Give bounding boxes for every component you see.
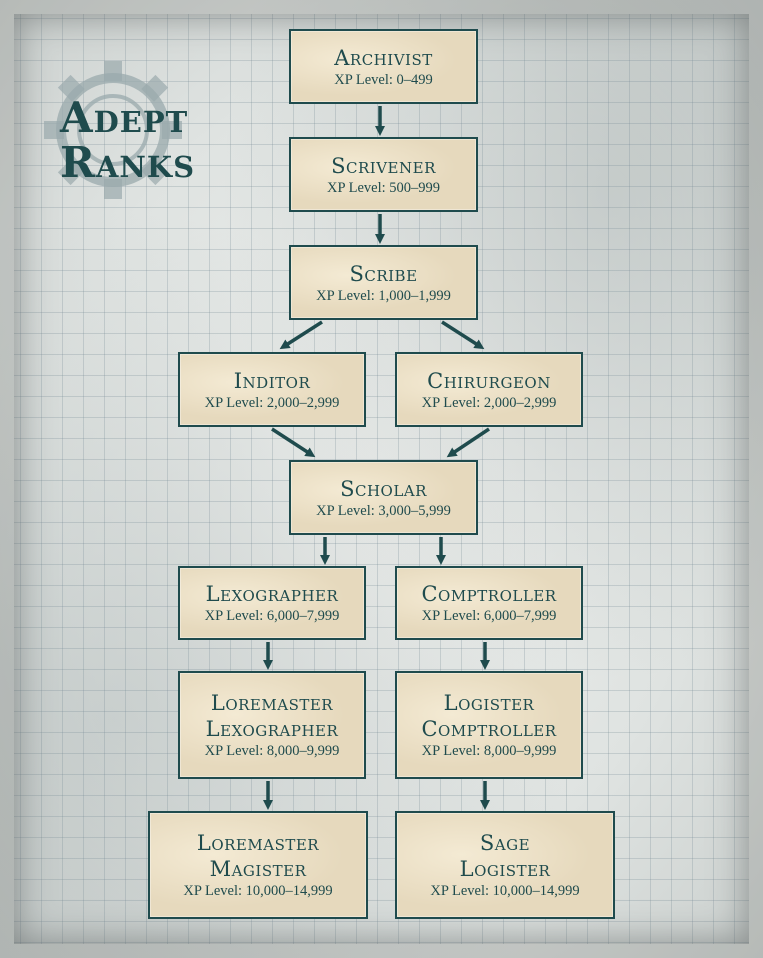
rank-box-comptroller: Comptroller XP Level: 6,000–7,999 <box>395 566 583 640</box>
rank-name-line: Lexographer <box>205 717 339 741</box>
xp-prefix: XP Level: <box>204 608 264 624</box>
rank-name: Inditor <box>234 368 310 394</box>
xp-prefix: XP Level: <box>430 883 490 899</box>
arrow-scribe-to-chirurgeon <box>441 320 485 350</box>
rank-xp-level: XP Level: 2,000–2,999 <box>422 394 557 412</box>
arrow-chirurgeon-to-scholar <box>446 427 490 458</box>
xp-range: 10,000–14,999 <box>245 883 333 899</box>
rank-name-line: Archivist <box>334 45 433 70</box>
page-title: Adept Ranks <box>60 95 230 185</box>
rank-xp-level: XP Level: 6,000–7,999 <box>422 607 557 625</box>
rank-name-line: Inditor <box>233 368 311 393</box>
rank-xp-level: XP Level: 2,000–2,999 <box>205 394 340 412</box>
rank-xp-level: XP Level: 3,000–5,999 <box>316 502 451 520</box>
rank-name: Sage Logister <box>460 830 551 882</box>
rank-name: Lexographer <box>206 581 339 607</box>
xp-range: 0–499 <box>396 71 433 88</box>
rank-name-line: Lexographer <box>205 582 339 606</box>
xp-range: 1,000–1,999 <box>378 287 451 304</box>
arrow-scribe-to-inditor <box>279 320 323 350</box>
rank-name-line: Logister <box>443 691 535 715</box>
rank-name-line: Loremaster <box>196 831 320 855</box>
rank-xp-level: XP Level: 10,000–14,999 <box>430 882 579 900</box>
rank-name: Scrivener <box>331 153 436 179</box>
rank-xp-level: XP Level: 0–499 <box>334 71 433 89</box>
rank-name-line: Scholar <box>340 476 427 501</box>
rank-xp-level: XP Level: 10,000–14,999 <box>183 882 332 900</box>
rank-xp-level: XP Level: 500–999 <box>327 179 440 197</box>
rank-name: Loremaster Magister <box>197 830 319 882</box>
rank-name-line: Sage <box>479 831 531 855</box>
xp-range: 2,000–2,999 <box>483 394 557 411</box>
rank-name-line: Magister <box>209 857 307 881</box>
rank-name-line: Comptroller <box>421 717 557 741</box>
xp-range: 6,000–7,999 <box>266 608 340 624</box>
xp-prefix: XP Level: <box>316 502 375 519</box>
rank-name-line: Logister <box>459 857 551 881</box>
rank-name-line: Scrivener <box>331 153 436 178</box>
rank-box-sage-logister: Sage Logister XP Level: 10,000–14,999 <box>395 811 615 919</box>
rank-xp-level: XP Level: 8,000–9,999 <box>422 742 557 760</box>
rank-name: Scholar <box>340 476 427 502</box>
xp-range: 10,000–14,999 <box>492 883 580 899</box>
xp-range: 500–999 <box>389 179 441 196</box>
rank-name-line: Comptroller <box>421 582 557 606</box>
page-title-line-1: Adept <box>60 93 189 142</box>
xp-prefix: XP Level: <box>421 608 481 624</box>
rank-box-lexographer: Lexographer XP Level: 6,000–7,999 <box>178 566 366 640</box>
page-title-line-2: Ranks <box>60 138 196 187</box>
xp-range: 8,000–9,999 <box>266 743 340 759</box>
rank-box-archivist: Archivist XP Level: 0–499 <box>289 29 478 104</box>
rank-name: Comptroller <box>421 581 556 607</box>
rank-name: Logister Comptroller <box>421 690 556 742</box>
xp-range: 8,000–9,999 <box>483 743 557 759</box>
cog-emblem-icon <box>44 61 182 199</box>
xp-prefix: XP Level: <box>334 71 393 88</box>
xp-prefix: XP Level: <box>421 743 481 759</box>
rank-box-scribe: Scribe XP Level: 1,000–1,999 <box>289 245 478 320</box>
rank-box-inditor: Inditor XP Level: 2,000–2,999 <box>178 352 366 427</box>
rank-xp-level: XP Level: 6,000–7,999 <box>205 607 340 625</box>
xp-prefix: XP Level: <box>326 179 386 196</box>
rank-name: Chirurgeon <box>427 368 551 394</box>
rank-name-line: Chirurgeon <box>427 368 551 393</box>
rank-box-loremaster-magister: Loremaster Magister XP Level: 10,000–14,… <box>148 811 368 919</box>
xp-prefix: XP Level: <box>204 743 264 759</box>
xp-prefix: XP Level: <box>204 394 264 411</box>
rank-name-line: Loremaster <box>210 691 334 715</box>
xp-range: 6,000–7,999 <box>483 608 557 624</box>
xp-prefix: XP Level: <box>421 394 481 411</box>
rank-name-line: Scribe <box>349 261 418 286</box>
rank-name: Scribe <box>349 261 417 287</box>
rank-box-chirurgeon: Chirurgeon XP Level: 2,000–2,999 <box>395 352 583 427</box>
rank-box-logister-comptroller: Logister Comptroller XP Level: 8,000–9,9… <box>395 671 583 779</box>
arrow-inditor-to-scholar <box>271 427 316 458</box>
rank-box-scrivener: Scrivener XP Level: 500–999 <box>289 137 478 212</box>
rank-box-loremaster-lexographer: Loremaster Lexographer XP Level: 8,000–9… <box>178 671 366 779</box>
rank-xp-level: XP Level: 8,000–9,999 <box>205 742 340 760</box>
rank-box-scholar: Scholar XP Level: 3,000–5,999 <box>289 460 478 535</box>
xp-range: 2,000–2,999 <box>266 394 340 411</box>
rank-xp-level: XP Level: 1,000–1,999 <box>316 287 451 305</box>
xp-prefix: XP Level: <box>183 883 243 899</box>
xp-prefix: XP Level: <box>316 287 375 304</box>
xp-range: 3,000–5,999 <box>378 502 451 519</box>
rank-name: Archivist <box>334 45 432 71</box>
rank-name: Loremaster Lexographer <box>206 690 339 742</box>
